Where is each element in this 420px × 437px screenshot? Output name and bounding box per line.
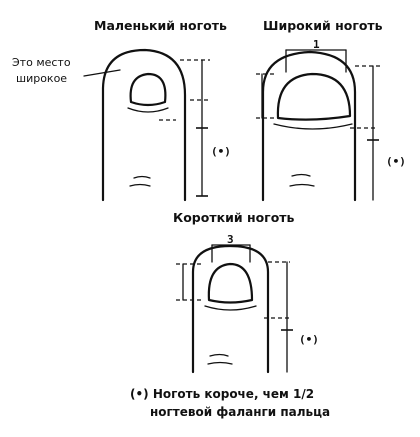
nail-shape	[129, 72, 167, 107]
title-short-nail: Короткий ноготь	[173, 210, 295, 225]
knuckle-crease	[289, 173, 315, 187]
nail-shape	[276, 72, 352, 121]
knuckle-crease	[207, 353, 233, 365]
finger-wide-nail: 1 (•)	[256, 38, 406, 202]
marker-small: (•)	[211, 145, 231, 158]
side-label-pointer	[83, 69, 121, 77]
marker-wide: (•)	[386, 155, 406, 168]
nail-shape	[207, 262, 254, 304]
title-small-nail: Маленький ноготь	[94, 18, 227, 33]
title-wide-nail: Широкий ноготь	[263, 18, 383, 33]
nail-fold	[273, 123, 353, 130]
knuckle-crease	[129, 175, 151, 187]
wide-top-mark: 1	[313, 38, 320, 51]
side-label-line1: Это место	[12, 56, 71, 69]
finger-short-nail: 3 (•)	[176, 233, 319, 374]
marker-short: (•)	[299, 333, 319, 346]
nail-fold	[127, 107, 169, 113]
finger-outline	[101, 48, 187, 202]
footnote-line2: ногтевой фаланги пальца	[150, 405, 330, 419]
footnote-line1: (•) Ноготь короче, чем 1/2	[130, 387, 314, 401]
nail-fold	[204, 305, 257, 311]
finger-outline	[191, 244, 270, 374]
side-label-line2: широкое	[16, 72, 67, 85]
finger-small-nail: (•)	[101, 48, 231, 202]
short-top-mark: 3	[227, 233, 234, 246]
finger-outline	[261, 50, 357, 202]
